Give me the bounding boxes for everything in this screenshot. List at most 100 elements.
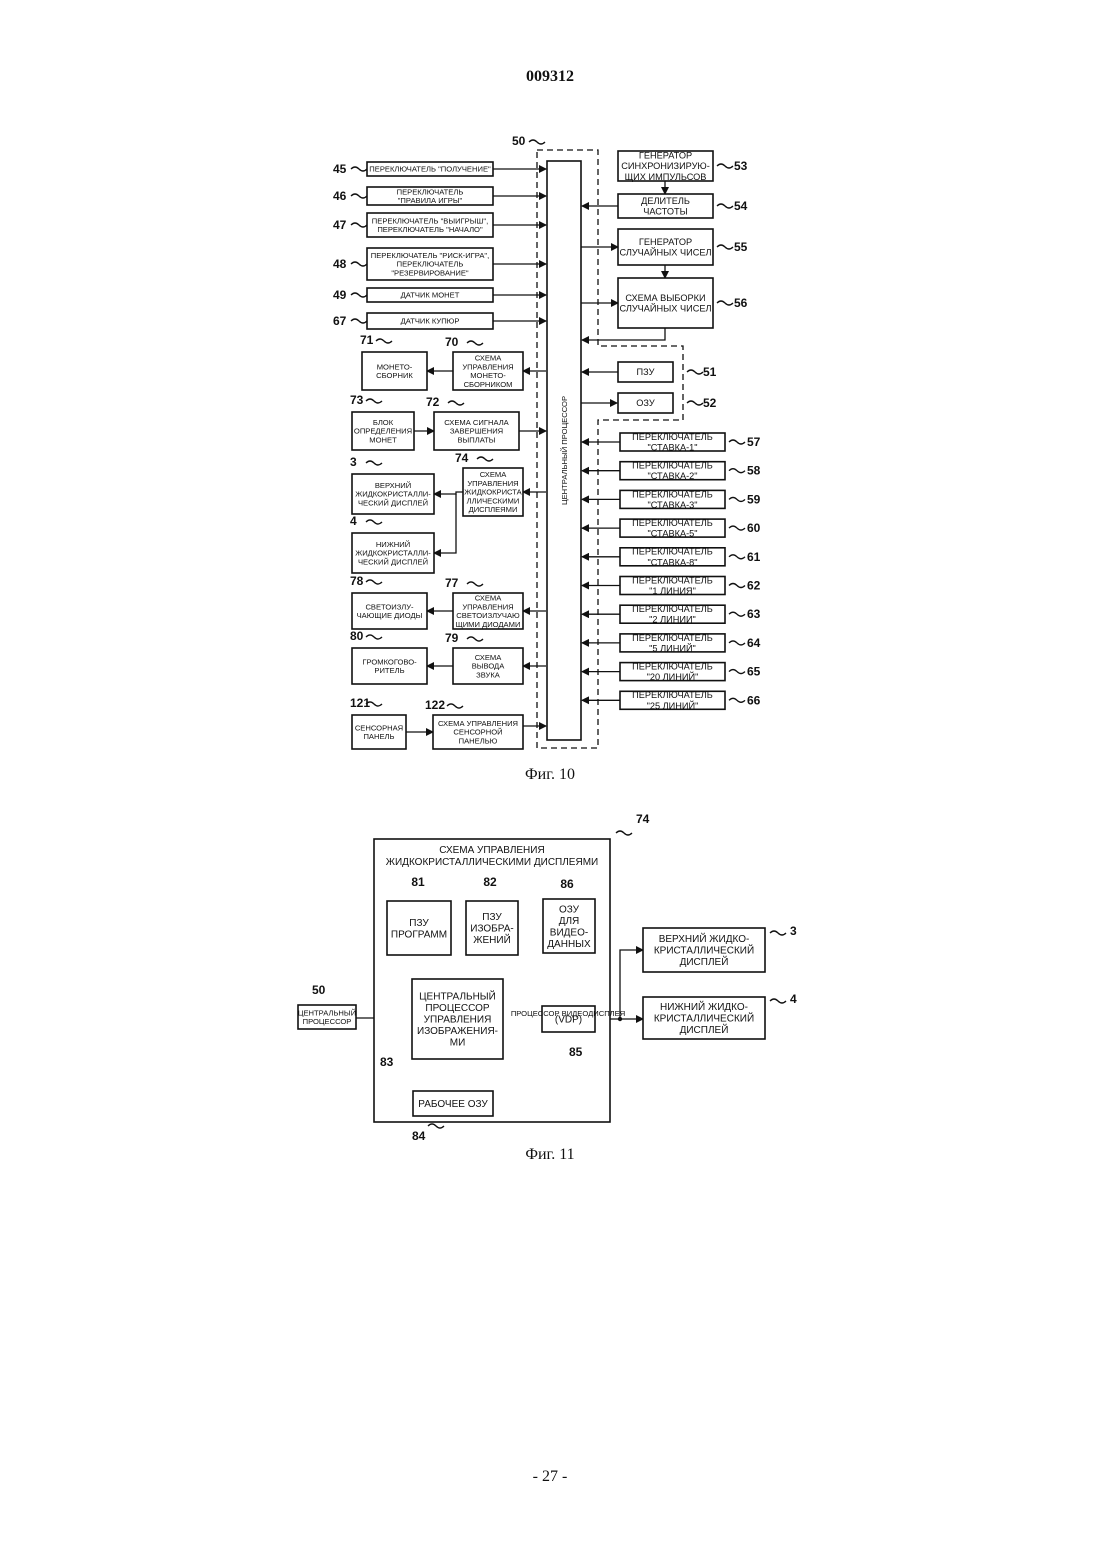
- fig10-ref-55: 55: [734, 240, 748, 254]
- fig10-ref-67: 67: [333, 314, 347, 328]
- fig11-caption: Фиг. 11: [0, 1146, 1100, 1164]
- fig11-image-cpu-label: УПРАВЛЕНИЯ: [424, 1015, 492, 1026]
- fig10-circuit-70-label: СХЕМА: [475, 354, 503, 363]
- fig10-device-73-label: МОНЕТ: [369, 435, 397, 444]
- fig10-switch-63-label: ПЕРЕКЛЮЧАТЕЛЬ: [632, 604, 713, 614]
- fig10-ref-53: 53: [734, 159, 748, 173]
- fig10-circuit-77-label: ЩИМИ ДИОДАМИ: [456, 620, 521, 629]
- fig10-circuit-122-label: СЕНСОРНОЙ: [453, 728, 502, 737]
- fig10-ref-78: 78: [350, 574, 364, 588]
- fig10-switch-64-label: "5 ЛИНИЙ": [649, 642, 696, 653]
- fig10-ref-77: 77: [445, 576, 459, 590]
- fig10-caption: Фиг. 10: [0, 766, 1100, 784]
- fig10-switch-62-label: ПЕРЕКЛЮЧАТЕЛЬ: [632, 575, 713, 585]
- fig10-device-78-label: СВЕТОИЗЛУ-: [365, 602, 414, 611]
- fig10-switch-66-label: "25 ЛИНИЙ": [647, 700, 699, 711]
- fig10-circuit-77-label: УПРАВЛЕНИЯ: [462, 602, 513, 611]
- fig10-switch-59-label: "СТАВКА-3": [647, 500, 697, 510]
- fig10-ref-54: 54: [734, 199, 748, 213]
- fig10-circuit-72-label: ЗАВЕРШЕНИЯ: [450, 427, 503, 436]
- fig10-ref-72: 72: [426, 395, 440, 409]
- fig10-switch-64-label: ПЕРЕКЛЮЧАТЕЛЬ: [632, 633, 713, 643]
- fig11-image-cpu-label: ПРОЦЕССОР: [425, 1003, 489, 1014]
- fig10-ref-59: 59: [747, 492, 761, 506]
- fig10-circuit-79-label: ЗВУКА: [476, 670, 501, 679]
- fig10-ref-60: 60: [747, 521, 761, 535]
- fig10-memory-51-label: ПЗУ: [637, 367, 655, 377]
- fig10-block-53-label: ЩИХ ИМПУЛЬСОВ: [625, 172, 707, 182]
- fig11-rom-programs-label: ПЗУ: [409, 918, 429, 929]
- fig10-ref-66: 66: [747, 693, 761, 707]
- fig10-switch-63-label: "2 ЛИНИИ": [649, 615, 696, 625]
- fig10-block-56-label: СЛУЧАЙНЫХ ЧИСЕЛ: [619, 303, 711, 314]
- fig10-circuit-70-label: УПРАВЛЕНИЯ: [462, 362, 513, 371]
- fig10-device-3-label: ВЕРХНИЙ: [375, 481, 411, 490]
- fig10-ref-56: 56: [734, 296, 748, 310]
- fig10-input-48-label: ПЕРЕКЛЮЧАТЕЛЬ: [397, 260, 464, 269]
- fig10-ref-58: 58: [747, 464, 761, 478]
- fig11-vram-label: ДАННЫХ: [547, 939, 591, 950]
- fig10-switch-66-label: ПЕРЕКЛЮЧАТЕЛЬ: [632, 690, 713, 700]
- fig10-circuit-70-label: МОНЕТО-: [470, 371, 506, 380]
- fig11-image-cpu-label: ИЗОБРАЖЕНИЯ-: [417, 1026, 498, 1037]
- fig10-switch-60-label: ПЕРЕКЛЮЧАТЕЛЬ: [632, 518, 713, 528]
- fig11-ref-86: 86: [560, 877, 574, 891]
- fig10-circuit-77-label: СВЕТОИЗЛУЧАЮ: [456, 611, 520, 620]
- fig10-ref-48: 48: [333, 257, 347, 271]
- fig10-input-48-label: ПЕРЕКЛЮЧАТЕЛЬ "РИСК-ИГРА",: [371, 251, 489, 260]
- fig10-circuit-74-label: ЛЛИЧЕСКИМИ: [467, 496, 520, 505]
- fig10-circuit-122-label: СХЕМА УПРАВЛЕНИЯ: [438, 719, 518, 728]
- fig10-input-67-label: ДАТЧИК КУПЮР: [401, 317, 460, 326]
- fig10-circuit-74-label: ДИСПЛЕЯМИ: [469, 505, 518, 514]
- fig11-work-ram-label: РАБОЧЕЕ ОЗУ: [418, 1099, 488, 1110]
- fig10-memory-52-label: ОЗУ: [636, 398, 655, 408]
- fig10-ref-80: 80: [350, 629, 364, 643]
- fig10-ref-74: 74: [455, 451, 469, 465]
- fig11-cpu-label: ПРОЦЕССОР: [303, 1017, 352, 1026]
- fig10-circuit-79-label: ВЫВОДА: [472, 662, 505, 671]
- fig10-switch-59-label: ПЕРЕКЛЮЧАТЕЛЬ: [632, 489, 713, 499]
- fig10-ref-70: 70: [445, 335, 459, 349]
- fig10-block-53-label: ГЕНЕРАТОР: [639, 151, 692, 161]
- fig10-ref-61: 61: [747, 550, 761, 564]
- fig11-rom-images-label: ЖЕНИЙ: [473, 933, 511, 946]
- fig10-ref-47: 47: [333, 218, 347, 232]
- fig10-device-80-label: РИТЕЛЬ: [374, 666, 404, 675]
- fig10-circuit-74-label: СХЕМА: [480, 470, 508, 479]
- fig10-switch-62-label: "1 ЛИНИЯ": [649, 586, 696, 596]
- fig10-device-4-label: НИЖНИЙ: [376, 540, 410, 549]
- fig11-image-cpu-label: МИ: [450, 1038, 466, 1049]
- fig10-block-54-label: ЧАСТОТЫ: [643, 207, 687, 217]
- fig10-switch-65-label: "20 ЛИНИЙ": [647, 671, 699, 682]
- fig10-device-73-label: ОПРЕДЕЛЕНИЯ: [354, 427, 412, 436]
- fig10-device-4-label: ЖИДКОКРИСТАЛЛИ-: [355, 549, 431, 558]
- fig11-lower-lcd-label: КРИСТАЛЛИЧЕСКИЙ: [654, 1012, 754, 1025]
- fig10-ref-79: 79: [445, 631, 459, 645]
- fig11-ref-81: 81: [411, 875, 425, 889]
- fig11-upper-lcd-label: ВЕРХНИЙ ЖИДКО-: [659, 932, 750, 945]
- fig10-ref-64: 64: [747, 636, 761, 650]
- fig11-vdp-caption: ПРОЦЕССОР ВИДЕОДИСПЛЕЯ: [511, 1009, 625, 1018]
- fig10-block-55-label: ГЕНЕРАТОР: [639, 237, 692, 247]
- fig10-switch-58-label: ПЕРЕКЛЮЧАТЕЛЬ: [632, 461, 713, 471]
- fig10-device-71-label: СБОРНИК: [376, 371, 413, 380]
- fig10-ref-4: 4: [350, 514, 357, 528]
- fig10-circuit-79-label: СХЕМА: [475, 653, 503, 662]
- fig10-ref-45: 45: [333, 162, 347, 176]
- fig10-device-71-label: МОНЕТО-: [377, 362, 413, 371]
- fig11-ref-3: 3: [790, 924, 797, 938]
- fig10-ref-52: 52: [703, 396, 717, 410]
- fig11-container-title: СХЕМА УПРАВЛЕНИЯ: [439, 845, 544, 856]
- fig10-device-4-label: ЧЕСКИЙ ДИСПЛЕЙ: [358, 557, 428, 566]
- fig11-ref-85: 85: [569, 1045, 583, 1059]
- fig10-ref-73: 73: [350, 393, 364, 407]
- fig10-device-73-label: БЛОК: [373, 418, 394, 427]
- fig10-block-54-label: ДЕЛИТЕЛЬ: [641, 196, 690, 206]
- fig11-upper-lcd-label: КРИСТАЛЛИЧЕСКИЙ: [654, 944, 754, 957]
- fig11-ref-50: 50: [312, 983, 326, 997]
- fig11-image-cpu-label: ЦЕНТРАЛЬНЫЙ: [419, 990, 496, 1003]
- fig10-switch-57-label: "СТАВКА-1": [647, 443, 697, 453]
- fig10-ref-122: 122: [425, 698, 445, 712]
- fig11-ref-84: 84: [412, 1129, 426, 1143]
- fig10-ref-3: 3: [350, 455, 357, 469]
